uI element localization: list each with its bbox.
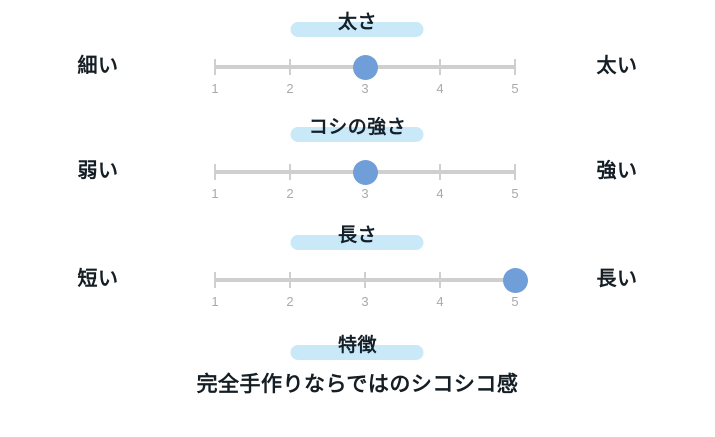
- pole-label-left-thickness: 細い: [77, 55, 119, 77]
- pole-label-left-firmness: 弱い: [77, 160, 119, 182]
- spec-row-firmness: 弱い 強い 1 2 3 4 5: [0, 157, 715, 213]
- scale-tick-1: [214, 59, 216, 75]
- scale-tick-label-3: 3: [361, 294, 369, 309]
- scale-tick-label-4: 4: [436, 294, 444, 309]
- spec-heading-feature-wrap: 特徴: [0, 329, 715, 363]
- scale-tick-2: [289, 164, 291, 180]
- scale-tick-1: [214, 272, 216, 288]
- scale-tick-label-2: 2: [286, 294, 294, 309]
- pole-label-right-length: 長い: [596, 268, 638, 290]
- spec-heading-firmness: コシの強さ: [303, 111, 413, 145]
- scale-tick-2: [289, 59, 291, 75]
- scale-tick-label-1: 1: [211, 186, 219, 201]
- scale-tick-5: [514, 164, 516, 180]
- scale-tick-label-4: 4: [436, 186, 444, 201]
- spec-heading-thickness-wrap: 太さ: [0, 6, 715, 40]
- scale-marker-length[interactable]: [502, 268, 528, 293]
- spec-heading-thickness: 太さ: [332, 6, 383, 40]
- scale-tick-label-5: 5: [511, 186, 519, 201]
- spec-heading-feature: 特徴: [332, 329, 383, 363]
- scale-tick-label-1: 1: [211, 294, 219, 309]
- scale-tick-4: [439, 272, 441, 288]
- rating-scale-length[interactable]: 1 2 3 4 5: [211, 265, 528, 321]
- scale-tick-2: [289, 272, 291, 288]
- scale-tick-label-4: 4: [436, 81, 444, 96]
- scale-tick-label-5: 5: [511, 294, 519, 309]
- scale-tick-label-1: 1: [211, 81, 219, 96]
- rating-scale-firmness[interactable]: 1 2 3 4 5: [211, 157, 519, 213]
- scale-tick-label-2: 2: [286, 81, 294, 96]
- scale-tick-5: [514, 59, 516, 75]
- spec-row-length: 短い 長い 1 2 3 4 5: [0, 265, 715, 321]
- spec-heading-length: 長さ: [332, 219, 383, 253]
- scale-tick-label-3: 3: [361, 81, 369, 96]
- rating-scale-thickness[interactable]: 1 2 3 4 5: [211, 52, 519, 108]
- scale-tick-4: [439, 59, 441, 75]
- scale-tick-3: [364, 272, 366, 288]
- scale-tick-1: [214, 164, 216, 180]
- scale-marker-thickness[interactable]: [352, 55, 378, 80]
- pole-label-right-firmness: 強い: [596, 160, 638, 182]
- spec-heading-length-wrap: 長さ: [0, 219, 715, 253]
- pole-label-left-length: 短い: [77, 268, 119, 290]
- scale-tick-label-3: 3: [361, 186, 369, 201]
- pole-label-right-thickness: 太い: [596, 55, 638, 77]
- spec-heading-firmness-wrap: コシの強さ: [0, 111, 715, 145]
- scale-tick-4: [439, 164, 441, 180]
- scale-tick-label-2: 2: [286, 186, 294, 201]
- spec-row-thickness: 細い 太い 1 2 3 4 5: [0, 52, 715, 108]
- scale-marker-firmness[interactable]: [352, 160, 378, 185]
- feature-description: 完全手作りならではのシコシコ感: [196, 373, 519, 396]
- scale-tick-label-5: 5: [511, 81, 519, 96]
